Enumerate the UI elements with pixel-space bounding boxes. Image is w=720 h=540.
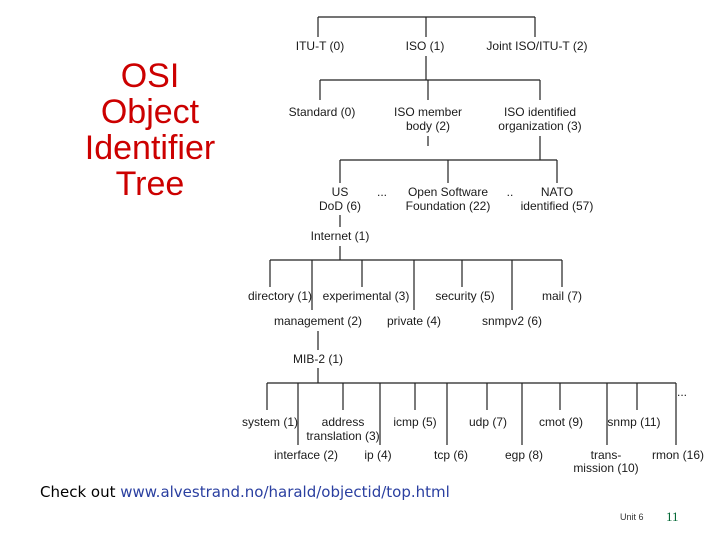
node-address-line2: translation (3) — [306, 429, 379, 443]
node-address-line1: address — [322, 415, 365, 429]
node-icmp: icmp (5) — [393, 415, 436, 429]
node-interface: interface (2) — [274, 448, 338, 462]
ellipsis: ... — [377, 185, 387, 199]
node-osf-line1: Open Software — [408, 185, 488, 199]
title-line-3: Identifier — [84, 129, 216, 167]
reference-link[interactable]: www.alvestrand.no/harald/objectid/top.ht… — [120, 483, 450, 501]
node-directory: directory (1) — [248, 289, 312, 303]
node-joint-iso-itu-t: Joint ISO/ITU-T (2) — [486, 39, 587, 53]
node-egp: egp (8) — [505, 448, 543, 462]
page-number: 11 — [666, 509, 679, 524]
node-rmon: rmon (16) — [652, 448, 704, 462]
node-private: private (4) — [387, 314, 441, 328]
node-standard: Standard (0) — [289, 105, 356, 119]
node-iso-identified-line1: ISO identified — [504, 105, 576, 119]
node-nato-line2: identified (57) — [521, 199, 594, 213]
slide-title: OSI Object Identifier Tree — [70, 58, 230, 202]
node-mib-2: MIB-2 (1) — [293, 352, 343, 366]
node-us-line2: DoD (6) — [319, 199, 361, 213]
title-line-2: Object — [100, 93, 200, 131]
node-osf-line2: Foundation (22) — [406, 199, 491, 213]
node-nato-line1: NATO — [541, 185, 573, 199]
node-us-line1: US — [332, 185, 349, 199]
ellipsis: ... — [677, 385, 687, 399]
node-security: security (5) — [435, 289, 494, 303]
node-iso-identified-line2: organization (3) — [498, 119, 581, 133]
ellipsis: .. — [507, 185, 514, 199]
node-iso: ISO (1) — [406, 39, 445, 53]
node-experimental: experimental (3) — [323, 289, 410, 303]
node-itu-t: ITU-T (0) — [296, 39, 344, 53]
reference-note: Check out www.alvestrand.no/harald/objec… — [40, 483, 450, 501]
node-iso-member-line1: ISO member — [394, 105, 462, 119]
title-line-4: Tree — [115, 165, 185, 203]
node-management: management (2) — [274, 314, 362, 328]
node-system: system (1) — [242, 415, 298, 429]
unit-label: Unit 6 — [620, 512, 644, 522]
reference-prefix: Check out — [40, 483, 121, 501]
node-internet: Internet (1) — [311, 229, 370, 243]
title-line-1: OSI — [120, 57, 180, 95]
node-transmission-line1: trans- — [591, 448, 622, 462]
node-ip: ip (4) — [364, 448, 391, 462]
node-snmp: snmp (11) — [607, 415, 660, 429]
node-iso-member-line2: body (2) — [406, 119, 450, 133]
node-udp: udp (7) — [469, 415, 507, 429]
node-snmpv2: snmpv2 (6) — [482, 314, 542, 328]
node-cmot: cmot (9) — [539, 415, 583, 429]
node-transmission-line2: mission (10) — [573, 461, 638, 475]
node-tcp: tcp (6) — [434, 448, 468, 462]
node-mail: mail (7) — [542, 289, 582, 303]
